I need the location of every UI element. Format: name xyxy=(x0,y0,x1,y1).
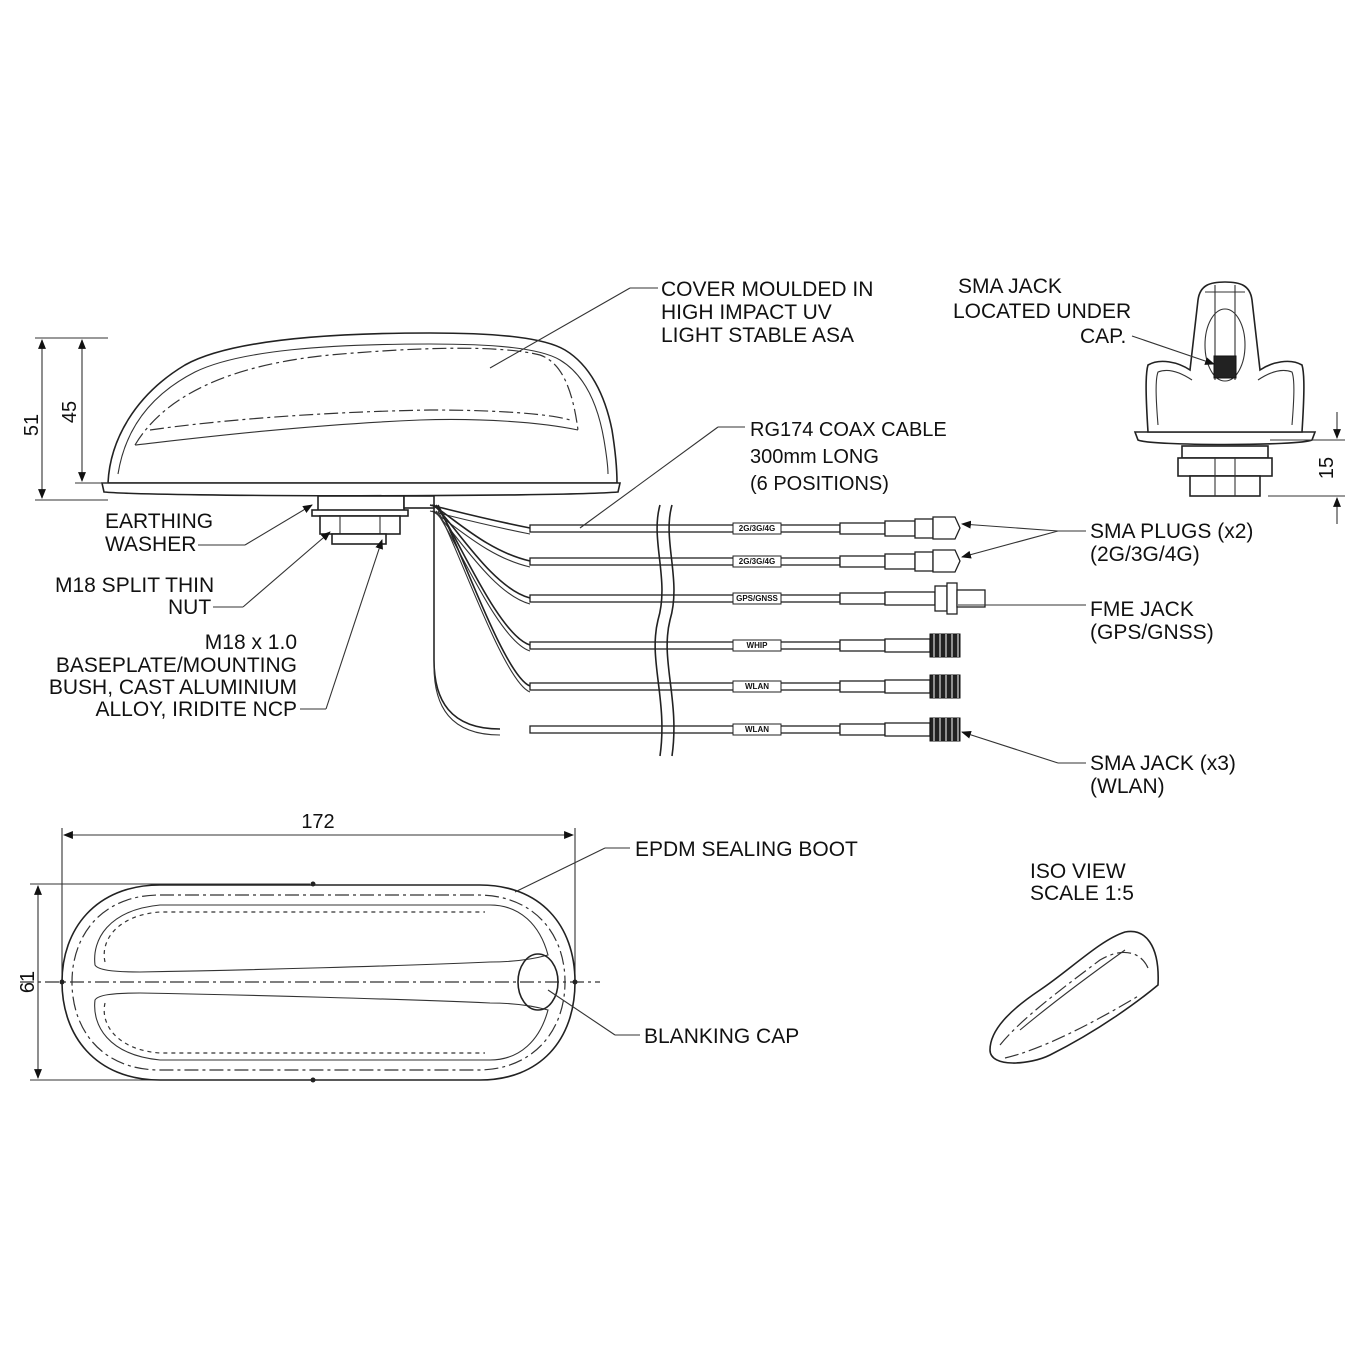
cover-label: COVER MOULDED IN HIGH IMPACT UV LIGHT ST… xyxy=(489,278,873,369)
svg-text:EPDM SEALING BOOT: EPDM SEALING BOOT xyxy=(635,838,858,861)
baseplate-label: M18 x 1.0 BASEPLATE/MOUNTING BUSH, CAST … xyxy=(49,539,383,721)
top-view: 172 61 xyxy=(17,811,600,1083)
sealing-boot-outline xyxy=(61,884,576,1081)
svg-text:M18 SPLIT THIN: M18 SPLIT THIN xyxy=(55,574,214,597)
cable-tag: 2G/3G/4G xyxy=(739,524,775,533)
sma-plug-body xyxy=(884,520,916,537)
split-nut xyxy=(319,515,401,535)
epdm-label: EPDM SEALING BOOT xyxy=(514,838,858,893)
svg-text:(6 POSITIONS): (6 POSITIONS) xyxy=(750,473,889,495)
dim-height-end: 15 xyxy=(1316,457,1338,479)
earthing-washer xyxy=(311,509,409,517)
svg-text:NUT: NUT xyxy=(168,596,211,619)
svg-text:RG174 COAX CABLE: RG174 COAX CABLE xyxy=(750,419,947,441)
dim-length: 172 xyxy=(301,811,334,833)
coax-cables: 2G/3G/4G 2G/3G/4G GPS/GNSS WHIP WLAN WLAN xyxy=(429,504,986,742)
svg-text:M18 x 1.0: M18 x 1.0 xyxy=(205,631,297,654)
coax-cable: GPS/GNSS xyxy=(433,504,986,615)
svg-text:300mm LONG: 300mm LONG xyxy=(750,446,879,468)
dim-height-total: 51 xyxy=(21,414,43,436)
sma-plugs-label: SMA PLUGS (x2) (2G/3G/4G) xyxy=(961,520,1253,566)
antenna-cover xyxy=(107,332,618,484)
svg-text:ALLOY, IRIDITE NCP: ALLOY, IRIDITE NCP xyxy=(95,698,297,721)
fme-jack-icon xyxy=(946,582,958,615)
coax-cable: WLAN xyxy=(433,508,961,742)
svg-text:COVER MOULDED IN: COVER MOULDED IN xyxy=(661,278,873,301)
cable-tag: GPS/GNSS xyxy=(736,594,778,603)
sma-jack-under-cap-icon xyxy=(1213,355,1237,379)
svg-text:(GPS/GNSS): (GPS/GNSS) xyxy=(1090,621,1214,644)
coax-cable: WLAN xyxy=(437,504,961,699)
cable-tag: 2G/3G/4G xyxy=(739,557,775,566)
height-dimensions: 51 45 xyxy=(21,337,108,501)
svg-text:SCALE 1:5: SCALE 1:5 xyxy=(1030,882,1134,905)
svg-text:SMA JACK: SMA JACK xyxy=(958,275,1062,298)
sma-jack-label: SMA JACK (x3) (WLAN) xyxy=(961,730,1236,798)
dim-height-cover: 45 xyxy=(59,401,81,423)
svg-text:SMA PLUGS (x2): SMA PLUGS (x2) xyxy=(1090,520,1253,543)
cable-tag: WLAN xyxy=(745,682,769,691)
cable-tag: WLAN xyxy=(745,725,769,734)
svg-text:ISO VIEW: ISO VIEW xyxy=(1030,860,1126,883)
fme-jack-label: FME JACK (GPS/GNSS) xyxy=(958,598,1214,644)
svg-text:FME JACK: FME JACK xyxy=(1090,598,1194,621)
coax-cable: 2G/3G/4G xyxy=(429,504,961,540)
svg-text:LIGHT STABLE ASA: LIGHT STABLE ASA xyxy=(661,324,854,347)
sma-plug-icon xyxy=(932,516,961,540)
svg-text:(2G/3G/4G): (2G/3G/4G) xyxy=(1090,543,1200,566)
sma-plug-icon xyxy=(932,549,961,573)
svg-text:(WLAN): (WLAN) xyxy=(1090,775,1165,798)
iso-view xyxy=(989,930,1159,1064)
sma-plug-body xyxy=(884,553,916,570)
coax-label: RG174 COAX CABLE 300mm LONG (6 POSITIONS… xyxy=(579,419,947,529)
cable-tag: WHIP xyxy=(747,641,769,650)
coax-cable: 2G/3G/4G xyxy=(431,504,961,573)
svg-text:HIGH IMPACT UV: HIGH IMPACT UV xyxy=(661,301,832,324)
svg-text:WASHER: WASHER xyxy=(105,533,196,556)
svg-text:CAP.: CAP. xyxy=(1080,325,1126,348)
svg-text:BUSH, CAST ALUMINIUM: BUSH, CAST ALUMINIUM xyxy=(49,676,297,699)
split-nut-label: M18 SPLIT THIN NUT xyxy=(55,531,331,619)
cable-break-mark xyxy=(654,504,675,757)
earthing-washer-label: EARTHING WASHER xyxy=(105,504,313,556)
svg-text:BLANKING CAP: BLANKING CAP xyxy=(644,1025,799,1048)
sma-cap-label: SMA JACK LOCATED UNDER CAP. xyxy=(953,275,1215,365)
iso-label: ISO VIEW SCALE 1:5 xyxy=(1030,860,1134,905)
blanking-cap-label: BLANKING CAP xyxy=(547,989,799,1048)
blanking-cap xyxy=(517,953,559,1011)
side-view xyxy=(101,332,621,545)
svg-text:EARTHING: EARTHING xyxy=(105,510,213,533)
base-flange xyxy=(101,482,621,497)
end-view: 15 xyxy=(1133,281,1345,524)
svg-text:LOCATED UNDER: LOCATED UNDER xyxy=(953,300,1131,323)
svg-text:SMA JACK (x3): SMA JACK (x3) xyxy=(1090,752,1236,775)
svg-text:BASEPLATE/MOUNTING: BASEPLATE/MOUNTING xyxy=(56,654,297,677)
